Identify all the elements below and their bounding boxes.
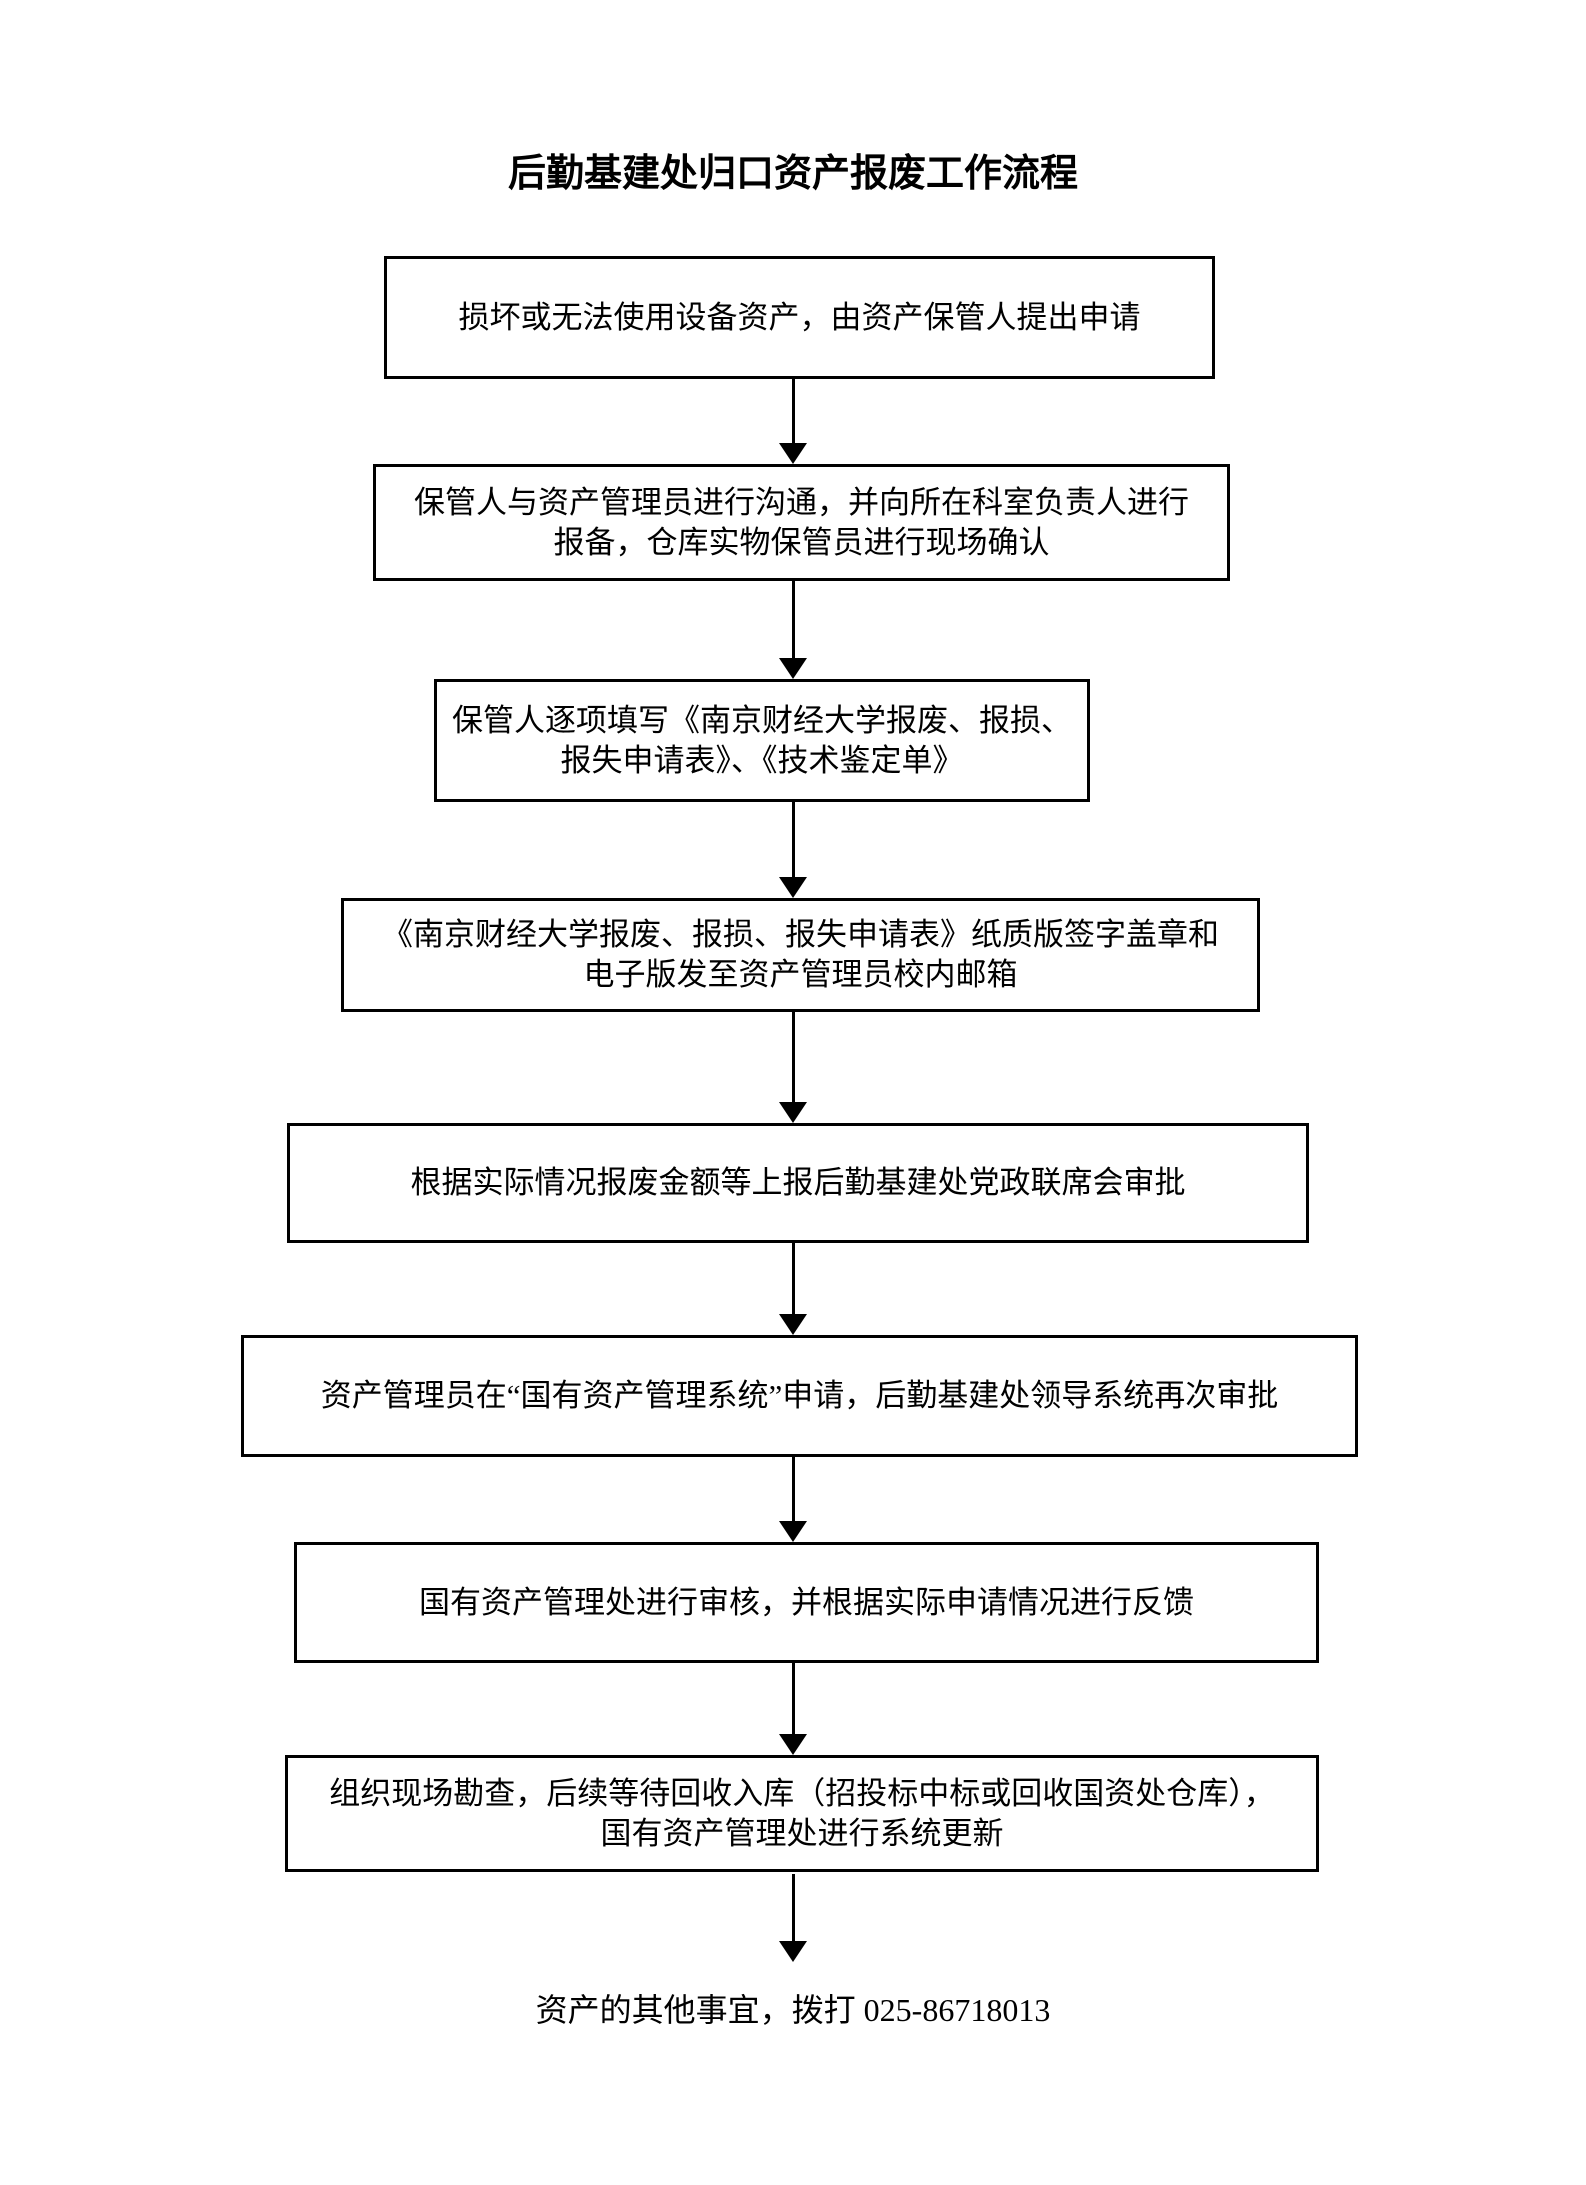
flow-step-2-text-line-1: 保管人与资产管理员进行沟通，并向所在科室负责人进行 xyxy=(414,484,1189,520)
flow-step-2: 保管人与资产管理员进行沟通，并向所在科室负责人进行 报备，仓库实物保管员进行现场… xyxy=(373,464,1230,581)
arrow-head-icon xyxy=(779,1314,807,1335)
flow-step-4-text-line-2: 电子版发至资产管理员校内邮箱 xyxy=(583,957,1018,992)
flow-arrow-6 xyxy=(779,1457,807,1542)
flow-step-1-text: 损坏或无法使用设备资产，由资产保管人提出申请 xyxy=(458,299,1141,335)
flow-step-7-text: 国有资产管理处进行审核，并根据实际申请情况进行反馈 xyxy=(419,1584,1194,1620)
flow-step-1: 损坏或无法使用设备资产，由资产保管人提出申请 xyxy=(384,256,1215,379)
arrow-head-icon xyxy=(779,443,807,464)
arrow-head-icon xyxy=(779,1521,807,1542)
flow-arrow-5 xyxy=(779,1243,807,1335)
flow-step-5: 根据实际情况报废金额等上报后勤基建处党政联席会审批 xyxy=(287,1123,1309,1243)
flow-step-8-text-line-1: 组织现场勘查，后续等待回收入库（招投标中标或回收国资处仓库）， xyxy=(329,1775,1275,1811)
flow-step-6-text: 资产管理员在“国有资产管理系统”申请，后勤基建处领导系统再次审批 xyxy=(320,1378,1279,1413)
arrow-head-icon xyxy=(779,658,807,679)
flow-step-4: 《南京财经大学报废、报损、报失申请表》纸质版签字盖章和 电子版发至资产管理员校内… xyxy=(341,898,1260,1012)
flow-step-3: 保管人逐项填写《南京财经大学报废、报损、 报失申请表》、《技术鉴定单》 xyxy=(434,679,1090,802)
flow-arrow-2 xyxy=(779,581,807,679)
arrow-shaft xyxy=(791,1012,795,1102)
flow-step-8: 组织现场勘查，后续等待回收入库（招投标中标或回收国资处仓库）， 国有资产管理处进… xyxy=(285,1755,1319,1872)
arrow-shaft xyxy=(791,1663,795,1734)
flow-arrow-3 xyxy=(779,802,807,898)
footer-contact-text: 资产的其他事宜，拨打 025-86718013 xyxy=(535,1992,1051,2028)
flow-arrow-4 xyxy=(779,1012,807,1123)
flow-step-3-text-line-1: 保管人逐项填写《南京财经大学报废、报损、 xyxy=(452,702,1072,738)
page-title: 后勤基建处归口资产报废工作流程 xyxy=(507,153,1078,195)
flow-step-6: 资产管理员在“国有资产管理系统”申请，后勤基建处领导系统再次审批 xyxy=(241,1335,1358,1457)
arrow-head-icon xyxy=(779,877,807,898)
arrow-shaft xyxy=(791,581,795,658)
flow-step-8-text-line-2: 国有资产管理处进行系统更新 xyxy=(600,1815,1004,1851)
flow-arrow-7 xyxy=(779,1663,807,1755)
flow-arrow-8 xyxy=(779,1874,807,1962)
arrow-shaft xyxy=(791,1243,795,1314)
arrow-shaft xyxy=(791,1457,795,1521)
flow-step-5-text: 根据实际情况报废金额等上报后勤基建处党政联席会审批 xyxy=(410,1165,1186,1200)
arrow-head-icon xyxy=(779,1734,807,1755)
flow-step-2-text-line-2: 报备，仓库实物保管员进行现场确认 xyxy=(553,524,1050,560)
arrow-head-icon xyxy=(779,1102,807,1123)
flow-step-4-text-line-1: 《南京财经大学报废、报损、报失申请表》纸质版签字盖章和 xyxy=(382,917,1219,952)
flow-step-3-text-line-2: 报失申请表》、《技术鉴定单》 xyxy=(560,742,964,778)
arrow-head-icon xyxy=(779,1941,807,1962)
arrow-shaft xyxy=(791,379,795,443)
arrow-shaft xyxy=(791,1874,795,1941)
flow-step-7: 国有资产管理处进行审核，并根据实际申请情况进行反馈 xyxy=(294,1542,1319,1663)
arrow-shaft xyxy=(791,802,795,877)
flow-arrow-1 xyxy=(779,379,807,464)
